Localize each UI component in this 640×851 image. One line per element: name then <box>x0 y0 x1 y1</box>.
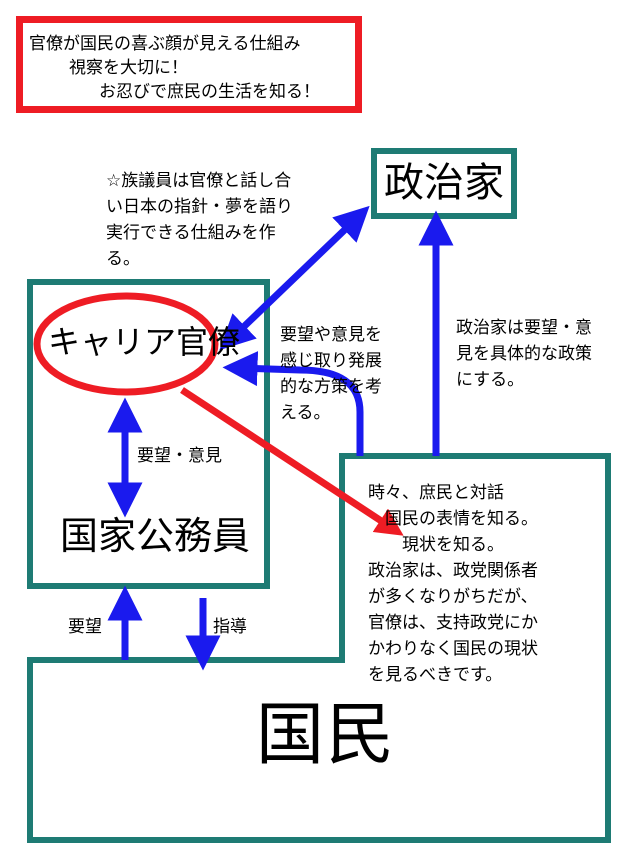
label-requests: 要望 <box>68 617 102 637</box>
label-guidance: 指導 <box>213 617 247 637</box>
zoku-note-line: い日本の指針・夢を語り <box>106 197 293 217</box>
citizens-box <box>27 453 611 843</box>
dialogue-line: が多くなりがちだが、 <box>368 587 538 607</box>
arrow-bureaucrat-citizens-red <box>180 387 404 536</box>
dialogue-line: かわりなく国民の現状 <box>368 639 538 659</box>
requests-note-line: 要望や意見を <box>280 325 382 345</box>
dialogue-note: 時々、庶民と対話 国民の表情を知る。 現状を知る。 政治家は、政党関係者 が多く… <box>368 480 604 688</box>
dialogue-line: 国民の表情を知る。 <box>368 509 538 529</box>
politician-policy-note: 政治家は要望・意 見を具体的な政策 にする。 <box>456 315 592 393</box>
top-note-line2: 視察を大切に！ <box>69 58 188 78</box>
zoku-note-line: る。 <box>106 249 140 269</box>
requests-note-line: える。 <box>280 403 331 423</box>
career-bureaucrat-label: キャリア官僚 <box>48 323 241 361</box>
requests-note-line: 的な方策を考 <box>280 377 382 397</box>
zoku-note: ☆族議員は官僚と話し合 い日本の指針・夢を語り 実行できる仕組みを作 る。 <box>106 168 293 272</box>
label-requests-opinions: 要望・意見 <box>137 446 222 466</box>
zoku-note-line: ☆族議員は官僚と話し合 <box>106 171 292 191</box>
career-bureaucrat-ellipse <box>33 292 219 396</box>
requests-note-line: 感じ取り発展 <box>280 351 382 371</box>
top-note-line3: お忍びで庶民の生活を知る！ <box>99 82 320 102</box>
dialogue-line: 官僚は、支持政党にか <box>368 613 538 633</box>
arrow-citizens-bureaucrat <box>222 351 364 456</box>
requests-note: 要望や意見を 感じ取り発展 的な方策を考 える。 <box>280 322 382 426</box>
dialogue-line: 時々、庶民と対話 <box>368 483 504 503</box>
civil-servant-label: 国家公務員 <box>60 514 251 558</box>
politician-label: 政治家 <box>384 160 504 206</box>
arrow-bureaucrat-politician <box>219 205 370 351</box>
politician-policy-line: 見を具体的な政策 <box>456 344 592 364</box>
dialogue-line: 政治家は、政党関係者 <box>368 561 538 581</box>
politician-policy-line: 政治家は要望・意 <box>456 318 592 338</box>
top-note-box: 官僚が国民の喜ぶ顔が見える仕組み 視察を大切に！ お忍びで庶民の生活を知る！ <box>16 16 362 113</box>
dialogue-line: を見るべきです。 <box>368 665 503 685</box>
politician-policy-line: にする。 <box>456 370 525 390</box>
dialogue-line: 現状を知る。 <box>368 535 504 555</box>
zoku-note-line: 実行できる仕組みを作 <box>106 223 276 243</box>
top-note-line1: 官僚が国民の喜ぶ顔が見える仕組み <box>29 34 301 54</box>
citizens-label: 国民 <box>256 696 397 775</box>
